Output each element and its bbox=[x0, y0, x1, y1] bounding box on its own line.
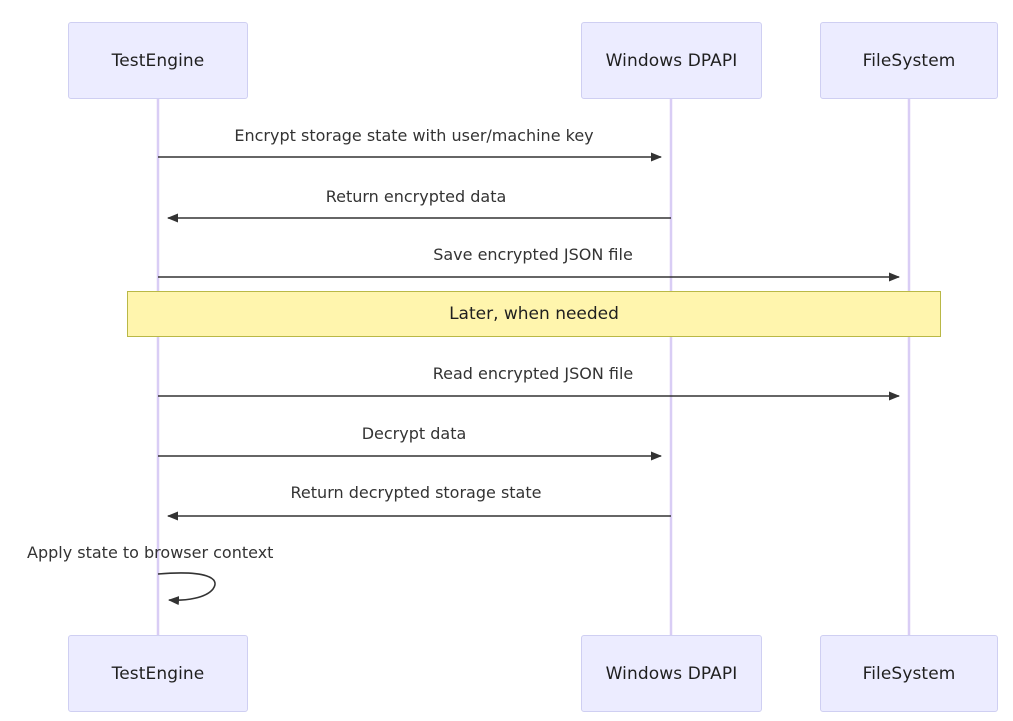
message-arrows bbox=[157, 152, 900, 606]
participant-box-dpapi-bottom[interactable]: Windows DPAPI bbox=[581, 635, 762, 712]
lifelines bbox=[156, 99, 911, 636]
participant-label-dpapi-top: Windows DPAPI bbox=[605, 50, 738, 71]
participant-label-filesystem-top: FileSystem bbox=[862, 50, 956, 71]
message-label-m7: Apply state to browser context bbox=[27, 543, 274, 562]
participant-label-filesystem-bottom: FileSystem bbox=[862, 663, 956, 684]
participant-box-dpapi-top[interactable]: Windows DPAPI bbox=[581, 22, 762, 99]
participant-box-filesystem-top[interactable]: FileSystem bbox=[820, 22, 998, 99]
participant-box-filesystem-bottom[interactable]: FileSystem bbox=[820, 635, 998, 712]
note-later-when-needed: Later, when needed bbox=[127, 291, 941, 337]
message-label-m3: Save encrypted JSON file bbox=[433, 245, 633, 264]
participant-label-testengine-top: TestEngine bbox=[111, 50, 205, 71]
participant-label-dpapi-bottom: Windows DPAPI bbox=[605, 663, 738, 684]
message-label-m2: Return encrypted data bbox=[325, 187, 507, 206]
participant-label-testengine-bottom: TestEngine bbox=[111, 663, 205, 684]
message-label-m5: Decrypt data bbox=[361, 424, 467, 443]
participant-box-testengine-bottom[interactable]: TestEngine bbox=[68, 635, 248, 712]
participant-box-testengine-top[interactable]: TestEngine bbox=[68, 22, 248, 99]
message-label-m6: Return decrypted storage state bbox=[290, 483, 542, 502]
message-self-loop-m7 bbox=[157, 572, 216, 606]
message-label-m1: Encrypt storage state with user/machine … bbox=[234, 126, 594, 145]
message-label-m4: Read encrypted JSON file bbox=[432, 364, 634, 383]
note-label: Later, when needed bbox=[449, 304, 619, 324]
